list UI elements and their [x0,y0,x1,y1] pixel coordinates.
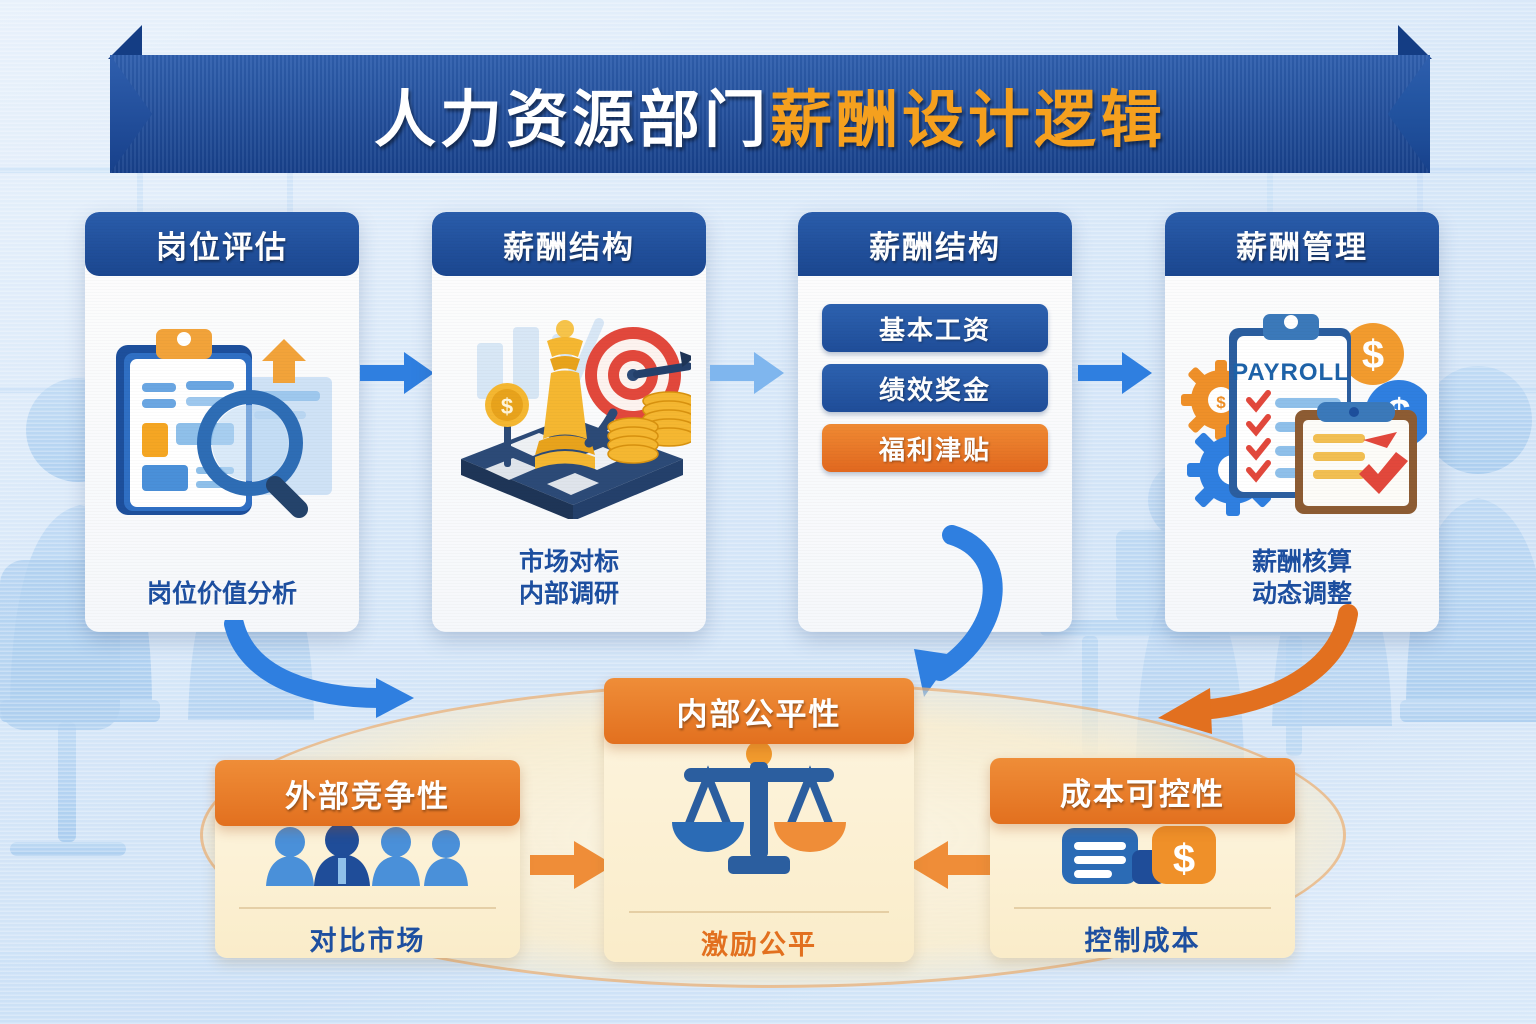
cost-card-icon: $ [990,806,1295,901]
flow-card-job-evaluation[interactable]: 岗位评估 岗位价值分析 [85,212,359,632]
card-caption-line2: 动态调整 [1251,580,1352,608]
card-header: 薪酬结构 [432,212,706,276]
principle-left-caption: 对比市场 [309,926,426,956]
flow-card-salary-structure-research[interactable]: 薪酬结构 $ [432,212,706,632]
arrow-right-icon [710,352,784,394]
principle-right-panel: $ 控制成本 [990,806,1295,958]
principle-left-panel: 对比市场 [215,808,520,958]
page-title: 人力资源部门 薪酬设计逻辑 [110,55,1430,173]
card-caption: 薪酬核算 动态调整 [1165,546,1439,632]
card-header: 薪酬管理 [1165,212,1439,276]
arrow-card1-to-card2 [360,352,434,394]
svg-text:$: $ [1172,837,1194,881]
card-caption-line2: 内部调研 [518,580,619,608]
clipboard-icon [116,329,332,519]
card-caption [798,610,1072,632]
svg-text:$: $ [501,394,513,419]
principle-center-panel: 激励公平 [604,722,914,962]
magnifier-icon [197,390,309,519]
principle-center-caption: 激励公平 [701,930,817,960]
flow-card-salary-components[interactable]: 薪酬结构 基本工资 绩效奖金 福利津贴 [798,212,1072,632]
ribbon-shape-right [110,55,1430,173]
page-title-primary: 人力资源部门 [373,86,770,155]
strategy-icon: $ [461,318,691,519]
svg-text:$: $ [1216,393,1226,412]
chess-queen-icon [535,320,595,469]
card-header: 薪酬结构 [798,212,1072,276]
arrow-right-icon [360,352,434,394]
principle-right-caption: 控制成本 [1084,926,1201,956]
page-title-accent: 薪酬设计逻辑 [770,86,1167,155]
principle-bar-cost-control[interactable]: 成本可控性 [990,758,1295,824]
divider [1014,907,1271,909]
pill-welfare-allowance[interactable]: 福利津贴 [822,424,1048,472]
arrow-right-icon [1078,352,1152,394]
payroll-label: PAYROLL [1232,359,1350,386]
balance-scale-icon [604,722,914,905]
card-illustration [85,276,359,578]
pill-performance-bonus[interactable]: 绩效奖金 [822,364,1048,412]
svg-text:$: $ [1362,333,1384,377]
coin-stack-icon [607,391,691,464]
pill-base-salary[interactable]: 基本工资 [822,304,1048,352]
principles-section: 激励公平 对比市场 [200,660,1346,990]
dollar-coin-icon: $ [485,383,529,467]
flow-card-salary-management[interactable]: 薪酬管理 $ [1165,212,1439,632]
arrow-card2-to-card3 [710,352,784,394]
card-illustration: $ $ [1165,276,1439,546]
payroll-clipboard-icon: $ $ [1181,314,1427,516]
dollar-badge-icon: $ [1342,323,1404,385]
divider [239,907,496,909]
card-caption: 岗位价值分析 [146,580,297,608]
card-caption: 市场对标 内部调研 [432,546,706,632]
card-pill-list: 基本工资 绩效奖金 福利津贴 [798,276,1072,610]
card-caption-line1: 市场对标 [518,548,619,576]
card-header: 岗位评估 [85,212,359,276]
card-illustration: $ [432,276,706,546]
people-group-icon [215,808,520,901]
divider [628,911,890,913]
arrow-card3-to-card4 [1078,352,1152,394]
principle-bar-internal-equity[interactable]: 内部公平性 [604,678,914,744]
card-caption-line1: 薪酬核算 [1251,548,1352,576]
title-banner: 人力资源部门 薪酬设计逻辑 [108,25,1432,173]
ribbon-texture [110,55,1430,173]
principle-bar-external-competitiveness[interactable]: 外部竞争性 [215,760,520,826]
